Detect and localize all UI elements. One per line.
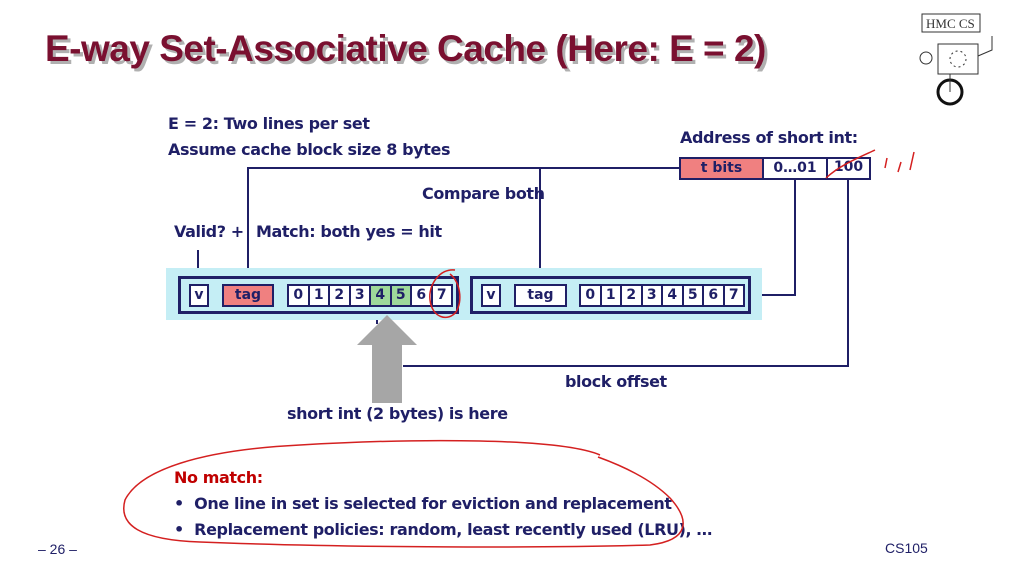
address-label: Address of short int: [680,128,858,147]
byte-cell: 3 [643,286,663,305]
bullet-policies: • Replacement policies: random, least re… [174,520,712,539]
slide-title: E-way Set-Associative Cache (Here: E = 2… [45,28,766,69]
tag-compare-line [247,167,680,169]
no-match-heading: No match: [174,468,263,487]
set-index-connector-h [750,294,796,296]
byte-cell: 6 [704,286,725,305]
up-arrow-icon [357,315,417,403]
tag1-connector [247,167,249,284]
byte-cell: 1 [310,286,330,305]
bullet-eviction: • One line in set is selected for evicti… [174,494,672,513]
offset-connector [847,180,849,367]
byte-cell: 6 [412,286,433,305]
bullet-text: One line in set is selected for eviction… [194,494,672,513]
byte-cell: 0 [289,286,310,305]
tag-1: tag [222,284,274,307]
note-block-size: Assume cache block size 8 bytes [168,140,451,159]
byte-cell: 2 [622,286,643,305]
match-label: Match: both yes = hit [256,222,442,241]
valid-connector [197,250,199,284]
note-lines-per-set: E = 2: Two lines per set [168,114,370,133]
svg-text:HMC CS: HMC CS [926,16,975,31]
valid-bit-1: v [189,284,209,307]
tag-2: tag [514,284,567,307]
byte-cell: 5 [391,286,412,305]
byte-cell: 1 [602,286,622,305]
hmc-cs-robot-logo: HMC CS [919,13,993,106]
byte-cell: 5 [684,286,704,305]
byte-cell: 4 [371,286,392,305]
byte-cell: 3 [351,286,371,305]
tag2-connector [539,167,541,284]
byte-cell: 4 [663,286,684,305]
page-number: – 26 – [38,541,77,557]
byte-cell: 0 [581,286,602,305]
valid-label: Valid? + [174,222,244,241]
course-label: CS105 [885,540,928,556]
set-index-connector [794,180,796,296]
offset-connector-h [403,365,849,367]
byte-cell: 7 [728,287,739,303]
valid-bit-2: v [481,284,501,307]
byte-cell: 7 [436,287,447,303]
address-block-offset: 100 [826,157,871,180]
address-tbits: t bits [679,157,764,180]
short-int-label: short int (2 bytes) is here [287,404,508,423]
bullet-text: Replacement policies: random, least rece… [194,520,712,539]
block-offset-label: block offset [565,372,667,391]
address-set-index: 0…01 [762,157,828,180]
byte-cell: 2 [330,286,351,305]
compare-both-label: Compare both [422,184,545,203]
